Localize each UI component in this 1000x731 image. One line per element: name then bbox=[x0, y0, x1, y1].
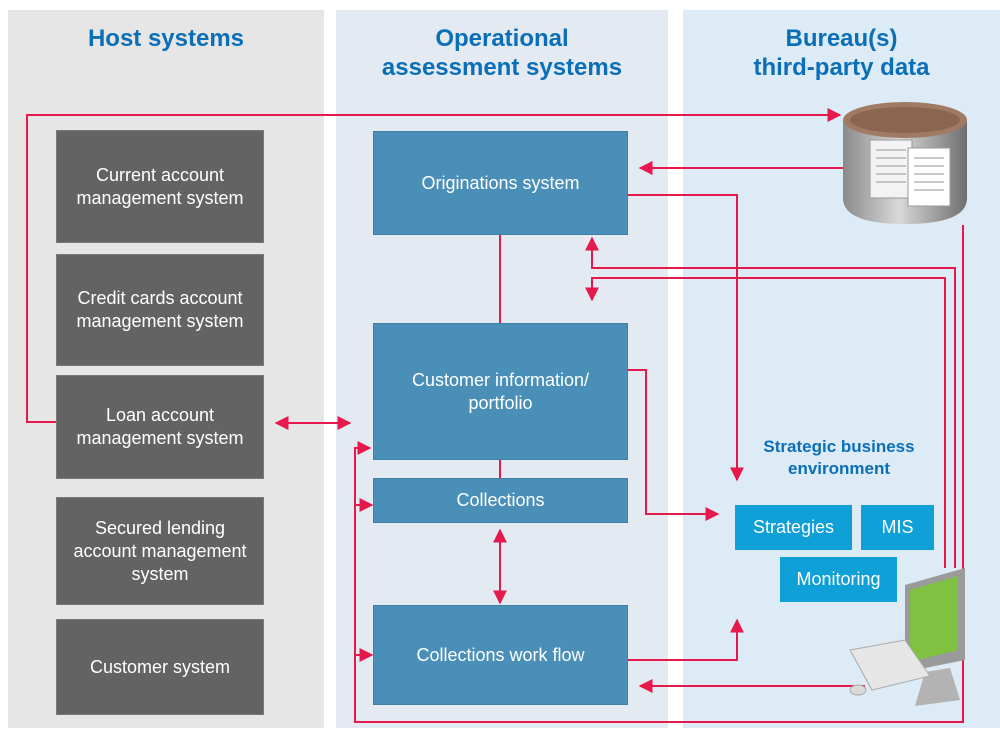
box-label: Customer information/ portfolio bbox=[412, 369, 589, 415]
workflow-to-strategic-connector bbox=[628, 618, 744, 661]
box-label-line: Current account bbox=[95, 164, 225, 185]
box-label: Originations system bbox=[421, 172, 580, 193]
host-systems-heading: Host systems bbox=[87, 25, 245, 52]
bureau-loop-connector bbox=[354, 225, 964, 723]
box-label-line: Customer information/ bbox=[411, 369, 590, 390]
originations-system-box: Originations system bbox=[373, 131, 628, 235]
tag-label: Strategies bbox=[752, 517, 835, 537]
tag-label: MIS bbox=[881, 517, 914, 537]
mis-tag: MIS bbox=[861, 505, 934, 550]
customer-system-box: Customer system bbox=[56, 619, 264, 715]
tag-label: Monitoring bbox=[796, 569, 881, 589]
heading-line: assessment systems bbox=[381, 54, 623, 81]
loan-to-bureau-connector bbox=[26, 108, 842, 423]
box-label-line: Credit cards account bbox=[77, 288, 243, 308]
collections-box: Collections bbox=[373, 478, 628, 523]
box-label: Loan account management system bbox=[76, 404, 243, 450]
heading-line: environment bbox=[787, 459, 891, 478]
host-systems-column bbox=[8, 10, 324, 728]
originations-to-strategic-connector bbox=[628, 194, 744, 482]
current-account-system-box: Current account management system bbox=[56, 130, 264, 243]
customer-information-box: Customer information/ portfolio bbox=[373, 323, 628, 460]
computer-to-originations-connector bbox=[585, 236, 956, 568]
loan-account-system-box: Loan account management system bbox=[56, 375, 264, 479]
box-label-line: Secured lending bbox=[94, 517, 226, 538]
heading-line: Strategic business bbox=[763, 437, 915, 456]
box-label-line: management system bbox=[76, 311, 244, 331]
strategic-business-heading: Strategic business environment bbox=[730, 436, 948, 480]
box-label-line: system bbox=[131, 563, 189, 584]
box-label: Collections work flow bbox=[416, 644, 585, 665]
heading-line: Operational bbox=[435, 25, 569, 52]
box-label-line: account management bbox=[73, 540, 247, 561]
box-label-line: Loan account bbox=[105, 405, 215, 425]
computer-to-originations-second-connector bbox=[585, 277, 946, 568]
box-label: Secured lending account management syste… bbox=[73, 517, 246, 586]
collections-workflow-box: Collections work flow bbox=[373, 605, 628, 705]
operational-systems-heading: Operational assessment systems bbox=[336, 24, 668, 82]
computer-icon bbox=[849, 568, 965, 706]
box-label: Collections bbox=[456, 490, 545, 510]
monitoring-tag: Monitoring bbox=[780, 557, 897, 602]
secured-lending-system-box: Secured lending account management syste… bbox=[56, 497, 264, 605]
box-label-line: management system bbox=[76, 428, 244, 448]
bureau-data-heading: Bureau(s) third-party data bbox=[683, 24, 1000, 82]
database-icon bbox=[843, 102, 967, 224]
heading-line: third-party data bbox=[753, 54, 930, 81]
box-label: Credit cards account management system bbox=[76, 287, 243, 333]
box-label: Customer system bbox=[89, 656, 231, 677]
credit-cards-system-box: Credit cards account management system bbox=[56, 254, 264, 366]
heading-line: Bureau(s) bbox=[785, 25, 898, 52]
strategies-tag: Strategies bbox=[735, 505, 852, 550]
box-label-line: portfolio bbox=[468, 392, 533, 413]
customer-info-to-strategic-connector bbox=[628, 369, 720, 521]
box-label-line: management system bbox=[76, 187, 244, 208]
box-label: Current account management system bbox=[76, 164, 243, 210]
